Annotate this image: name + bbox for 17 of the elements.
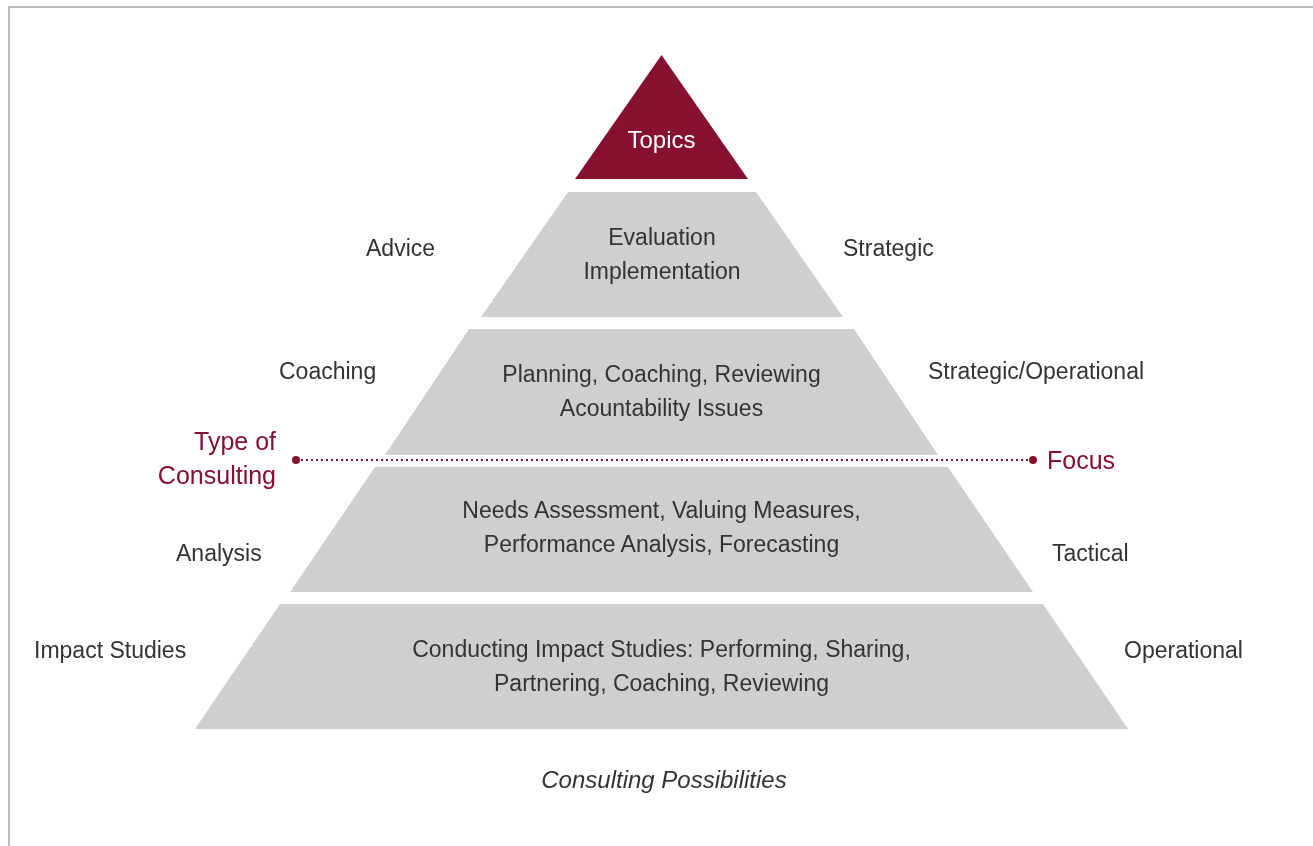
axis-title: Focus xyxy=(1047,445,1117,476)
side-label: Strategic xyxy=(843,235,934,262)
side-label: Operational xyxy=(1124,637,1243,664)
dotted-connector xyxy=(292,456,1037,464)
layer-text: Conducting Impact Studies: Performing, Sharing, Partnering, Coaching, Reviewing xyxy=(411,635,912,698)
axis-title: Type of Consulting xyxy=(156,426,276,491)
side-label: Analysis xyxy=(176,540,262,567)
side-label: Impact Studies xyxy=(34,637,187,664)
layer-text: Planning, Coaching, Reviewing Acountability Issues xyxy=(501,360,822,423)
apex-label: Topics xyxy=(626,125,697,155)
side-label: Strategic/Operational xyxy=(928,358,1145,385)
layer-text: Evaluation Implementation xyxy=(582,223,742,286)
side-label: Tactical xyxy=(1052,540,1129,567)
layer-text: Needs Assessment, Valuing Measures, Performance Analysis, Forecasting xyxy=(461,496,862,559)
side-label: Coaching xyxy=(279,358,377,385)
caption: Consulting Possibilities xyxy=(540,766,788,794)
side-label: Advice xyxy=(366,235,436,262)
